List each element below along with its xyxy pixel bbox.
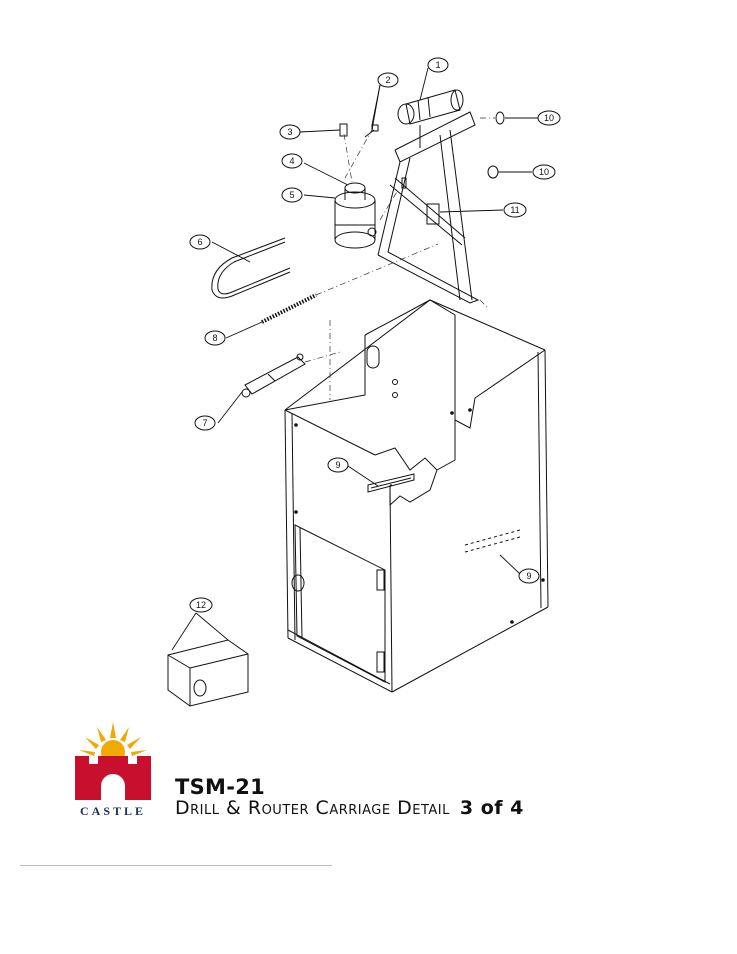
callout-10b-label: 10 xyxy=(539,167,549,177)
canister-part xyxy=(335,183,376,248)
diagram-description: Drill & Router Carriage Detail xyxy=(175,797,450,819)
page-indicator: 3 of 4 xyxy=(460,797,524,819)
callout-8-label: 8 xyxy=(212,333,217,343)
spring-part xyxy=(262,295,316,322)
carriage-frame xyxy=(378,112,478,303)
knob-part xyxy=(488,112,504,178)
callout-9a-label: 9 xyxy=(335,460,340,470)
castle-logo xyxy=(71,718,155,818)
callout-leaders xyxy=(172,68,538,650)
callout-6-label: 6 xyxy=(197,237,202,247)
callout-labels: 1 2 3 4 5 6 7 8 9 9 10 10 11 12 xyxy=(196,60,554,610)
callout-5-label: 5 xyxy=(289,190,294,200)
callout-12-label: 12 xyxy=(196,600,206,610)
tower-icon xyxy=(75,756,151,800)
divider-line xyxy=(20,865,332,866)
foot-pedal-part xyxy=(168,640,248,706)
logo-wordmark: CASTLE xyxy=(71,804,155,819)
page-title: Drill & Router Carriage Detail 3 of 4 xyxy=(175,797,524,819)
cylinder-part xyxy=(242,354,305,397)
callout-1-label: 1 xyxy=(435,60,440,70)
callout-9b-label: 9 xyxy=(526,571,531,581)
callout-10a-label: 10 xyxy=(544,113,554,123)
callout-2-label: 2 xyxy=(385,75,390,85)
cabinet-body xyxy=(285,300,548,692)
callout-balloons xyxy=(190,58,560,612)
callout-11-label: 11 xyxy=(510,205,519,215)
motor-part xyxy=(398,90,463,124)
callout-4-label: 4 xyxy=(289,156,294,166)
clip-part xyxy=(340,124,347,136)
hose-part xyxy=(212,238,290,298)
callout-7-label: 7 xyxy=(202,418,207,428)
callout-3-label: 3 xyxy=(287,127,292,137)
model-number: TSM-21 xyxy=(175,775,265,799)
